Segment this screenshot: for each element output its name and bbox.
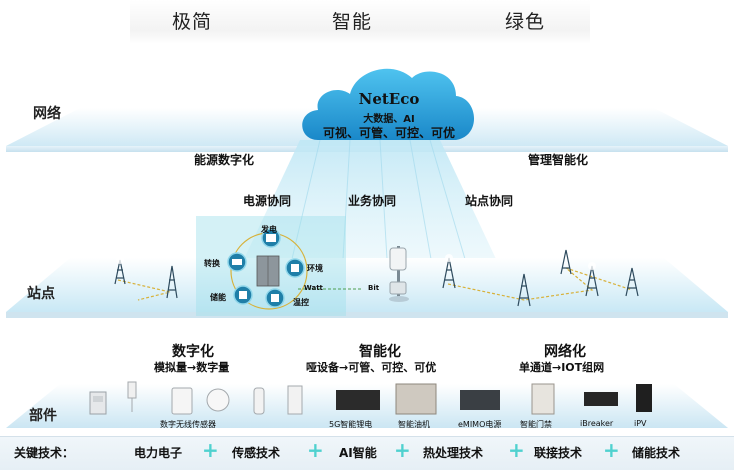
collab-site: 站点协同 [465, 194, 514, 208]
pillar-digital-subtitle: 模拟量→数字量 [154, 361, 230, 374]
watt-label: Watt [304, 284, 323, 292]
hub-node-thermal: 温控 [293, 298, 309, 307]
collab-power: 电源协同 [243, 194, 292, 208]
header-word-simple: 极简 [172, 11, 213, 33]
component-label-access: 智能门禁 [520, 420, 552, 429]
layer-label-site: 站点 [27, 286, 55, 302]
plus-icon: + [603, 438, 620, 462]
tech-storage: 储能技术 [632, 446, 681, 460]
hub-node-conversion: 转换 [204, 259, 220, 268]
key-tech-label: 关键技术： [14, 446, 75, 460]
cloud-line-2: 可视、可管、可控、可优 [322, 126, 455, 140]
collab-service: 业务协同 [348, 194, 397, 208]
hub-node-storage: 储能 [210, 293, 226, 302]
key-tech-bar [0, 436, 734, 470]
tower-icon [114, 249, 639, 307]
network-right-label: 管理智能化 [528, 153, 589, 167]
plus-icon: + [394, 438, 411, 462]
tech-thermal: 热处理技术 [423, 446, 484, 460]
component-label-emimo: eMIMO电源 [458, 420, 502, 429]
pole-site-icon [389, 246, 409, 302]
cloud-title: NetEco [358, 90, 420, 108]
header-word-green: 绿色 [505, 11, 546, 33]
tech-sensing: 传感技术 [232, 446, 281, 460]
layer-label-parts: 部件 [29, 408, 57, 424]
tech-ai: AI智能 [339, 446, 377, 460]
component-label-ibreaker: iBreaker [580, 419, 614, 428]
plus-icon: + [202, 438, 219, 462]
tech-connectivity: 联接技术 [534, 446, 583, 460]
pillar-smart-subtitle: 哑设备→可管、可控、可优 [306, 361, 437, 374]
cloud-icon [302, 68, 475, 140]
header-band [130, 0, 590, 44]
plus-icon: + [508, 438, 525, 462]
hub-node-environment: 环境 [307, 264, 323, 273]
component-label-sensors: 数字无线传感器 [160, 420, 216, 429]
plus-icon: + [307, 438, 324, 462]
pillar-network-title: 网络化 [544, 344, 586, 360]
bit-label: Bit [368, 284, 380, 292]
energy-hub-diagram [227, 228, 362, 310]
sensor-icons [89, 381, 303, 415]
component-label-genset: 智能油机 [398, 420, 430, 429]
layer-label-network: 网络 [33, 106, 61, 122]
site-plane [6, 258, 728, 318]
network-left-label: 能源数字化 [194, 153, 255, 167]
hub-node-generation: 发电 [261, 225, 277, 234]
component-icons [89, 381, 652, 415]
site-network [114, 249, 639, 307]
tech-power-electronics: 电力电子 [134, 446, 183, 460]
cloud-line-1: 大数据、AI [363, 114, 415, 125]
pillar-digital-title: 数字化 [172, 344, 214, 360]
pillar-network-subtitle: 单通道→IOT组网 [519, 361, 605, 374]
pillar-smart-title: 智能化 [359, 344, 401, 360]
header-word-smart: 智能 [332, 11, 373, 33]
component-label-ipv: iPV [634, 419, 647, 428]
component-label-battery: 5G智能锂电 [329, 420, 373, 429]
